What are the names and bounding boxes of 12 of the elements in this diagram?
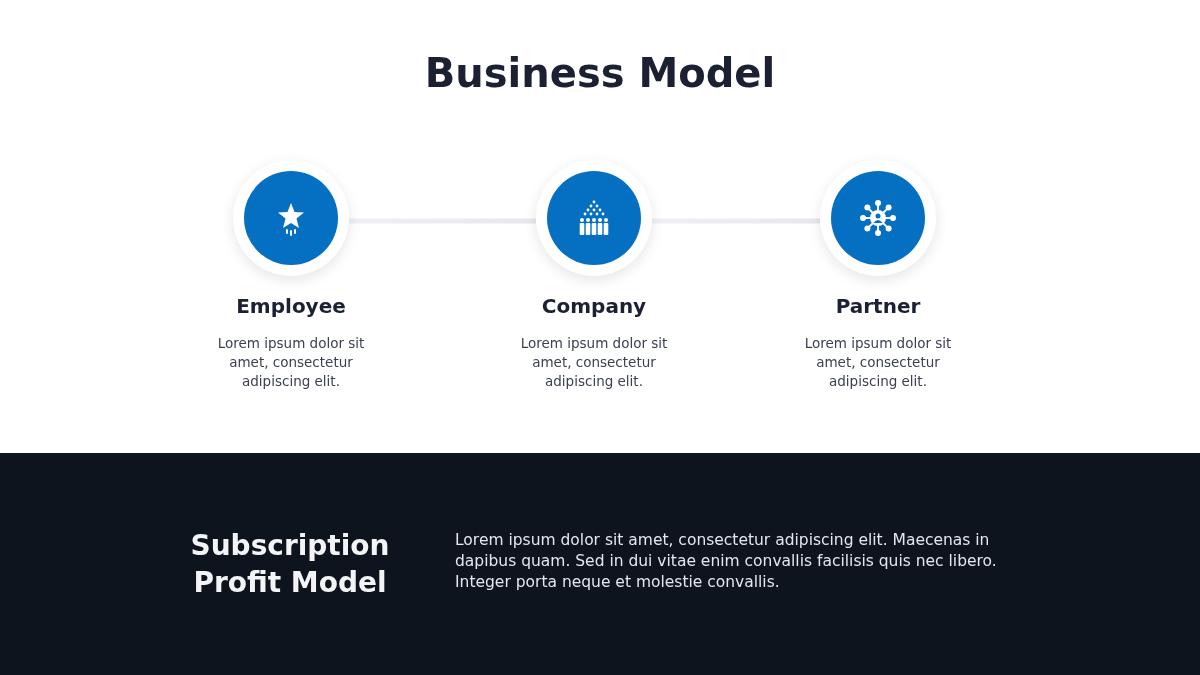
footer-band [0,453,1200,675]
connector-line [349,218,536,224]
step-heading: Employee [235,294,347,318]
band-heading: Subscription Profit Model [189,528,391,601]
step-heading: Company [540,294,648,318]
slide-title: Business Model [423,50,777,96]
band-paragraph: Lorem ipsum dolor sit amet, consectetur adipiscing elit. Maecenas in dapibus quam. Sed in dui vitae enim convallis facilisis quis nec libero. Integer porta neque et molestie convallis. [455,530,998,593]
step-description: Lorem ipsum dolor sit amet, consectetur adipiscing elit. [216,334,366,391]
step-description: Lorem ipsum dolor sit amet, consectetur adipiscing elit. [803,334,953,391]
connector-line [652,218,820,224]
step-description: Lorem ipsum dolor sit amet, consectetur adipiscing elit. [519,334,669,391]
step-heading: Partner [834,294,922,318]
